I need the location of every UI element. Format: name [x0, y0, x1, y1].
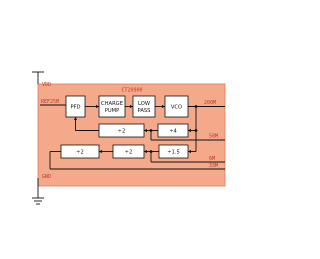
divide-by-2-left-block: ÷2 — [60, 144, 100, 159]
svg-text:VCO: VCO — [171, 105, 182, 111]
divide-by-2-mid-block: ÷2 — [112, 144, 145, 159]
divider-tap-wires — [49, 106, 225, 170]
out-50m-label: 50M — [209, 134, 218, 140]
block-diagram: CT20900 VDD GND REF25M PFD CHARGE PUMP L… — [32, 71, 226, 205]
chip-name: CT20900 — [121, 88, 142, 94]
ref-input-label: REF25M — [41, 99, 59, 105]
pfd-block: PFD — [65, 95, 86, 118]
svg-text:PUMP: PUMP — [105, 108, 120, 114]
svg-text:PFD: PFD — [70, 105, 80, 111]
svg-text:LOW: LOW — [138, 101, 150, 107]
svg-text:÷2: ÷2 — [125, 150, 133, 156]
divide-by-1-5-block: ÷1.5 — [158, 144, 189, 159]
out-33m-label: 33M — [209, 163, 218, 169]
svg-text:÷2: ÷2 — [76, 150, 84, 156]
svg-text:PASS: PASS — [138, 108, 151, 114]
svg-text:÷1.5: ÷1.5 — [167, 150, 180, 156]
gnd-label: GND — [42, 174, 51, 180]
signal-arrows — [73, 104, 191, 154]
ground-symbol — [32, 178, 44, 205]
out-6m-label: 6M — [209, 156, 215, 162]
junction-dots — [149, 105, 198, 153]
out-200m-label: 200M — [204, 100, 216, 106]
vco-block: VCO — [164, 95, 189, 118]
charge-pump-block: CHARGE PUMP — [98, 95, 126, 118]
vdd-label: VDD — [42, 82, 51, 88]
vdd-symbol — [32, 71, 44, 84]
svg-text:÷4: ÷4 — [169, 129, 177, 135]
low-pass-filter-block: LOW PASS — [132, 95, 156, 118]
svg-text:÷2: ÷2 — [118, 129, 126, 135]
divide-by-4-block: ÷4 — [157, 123, 189, 138]
svg-text:CHARGE: CHARGE — [101, 101, 123, 107]
divide-by-2-upper-block: ÷2 — [98, 123, 145, 138]
